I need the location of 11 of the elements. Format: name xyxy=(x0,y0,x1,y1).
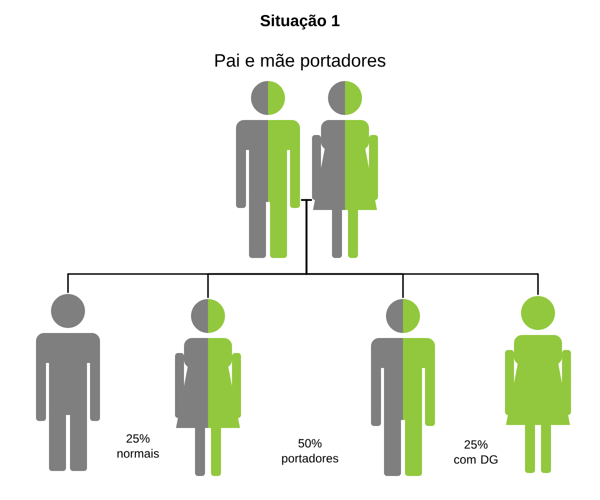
person-figure xyxy=(175,299,241,476)
person-figure xyxy=(312,81,378,258)
person-figure xyxy=(36,294,100,471)
percentage-label: 50% portadores xyxy=(282,439,338,465)
person-figure xyxy=(505,296,571,473)
subtitle: Pai e mãe portadores xyxy=(215,54,386,70)
percentage-label: 25% com DG xyxy=(454,440,498,464)
title: Situação 1 xyxy=(260,14,340,30)
percentage-label: 25% normais xyxy=(117,434,159,458)
person-figure xyxy=(371,299,435,476)
person-figure xyxy=(236,81,300,258)
